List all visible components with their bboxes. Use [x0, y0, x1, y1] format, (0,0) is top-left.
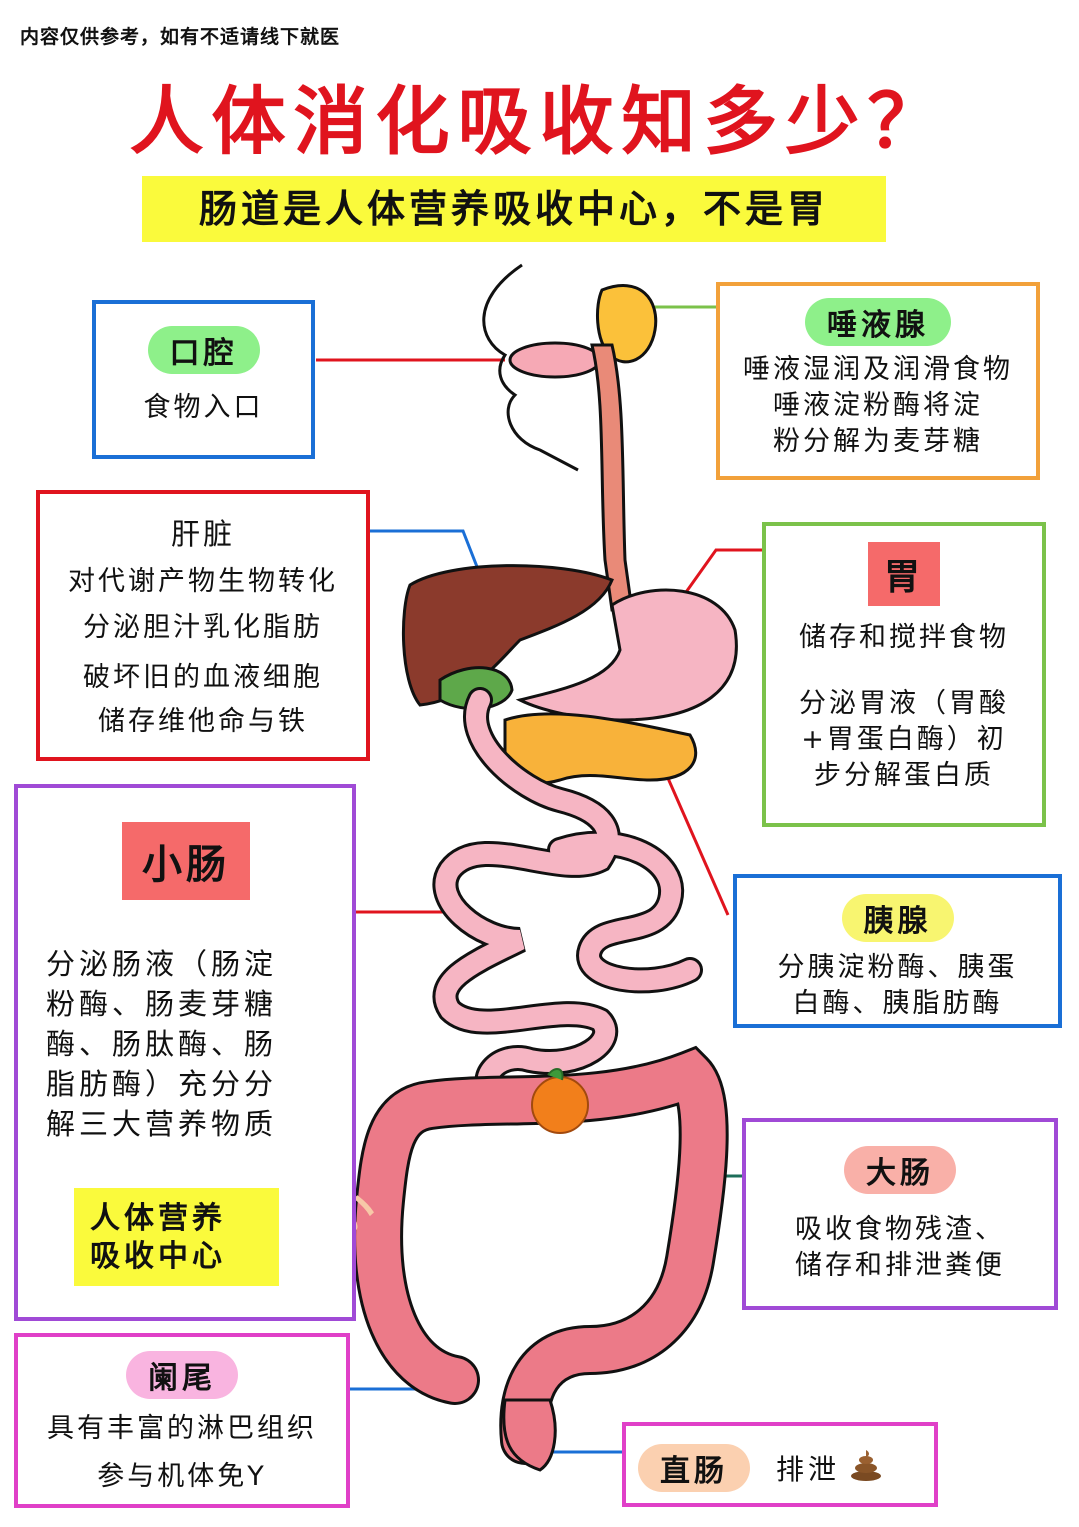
- leaf-icon: [547, 1068, 564, 1081]
- saliva-label: 唾液腺: [805, 298, 951, 346]
- liver-line-2: 分泌胆汁乳化脂肪: [83, 612, 323, 643]
- mouth-box: 口腔 食物入口: [92, 300, 315, 459]
- liver-line-4: 储存维他命与铁: [98, 706, 308, 737]
- saliva-box: 唾液腺 唾液湿润及润滑食物 唾液淀粉酶将淀 粉分解为麦芽糖: [716, 282, 1040, 480]
- stomach-box: 胃 储存和搅拌食物 分泌胃液（胃酸 +胃蛋白酶）初 步分解蛋白质: [762, 522, 1046, 827]
- large-intestine-label: 大肠: [844, 1146, 956, 1194]
- pancreas-connector: [658, 759, 730, 916]
- rectum-box: 直肠 排泄: [622, 1422, 938, 1507]
- large-intestine: [356, 1049, 726, 1462]
- stomach-organ: [515, 588, 738, 722]
- small-intestine-box: 小肠 分泌肠液（肠淀 粉酶、肠麦芽糖 酶、肠肽酶、肠 脂肪酶）充分分 解三大营养…: [14, 784, 356, 1321]
- highlight-line-2: 吸收中心: [90, 1239, 226, 1274]
- small-intestine-line-3: 酶、肠肽酶、肠: [46, 1027, 278, 1061]
- small-intestine-line-5: 解三大营养物质: [46, 1107, 278, 1141]
- disclaimer: 内容仅供参考，如有不适请线下就医: [20, 26, 341, 48]
- appendix-line-2: 参与机体免Y: [97, 1461, 267, 1492]
- pancreas-line-1: 分胰淀粉酶、胰蛋: [777, 952, 1018, 983]
- small-intestine-line-2: 粉酶、肠麦芽糖: [46, 987, 278, 1021]
- orange-icon: [531, 1076, 589, 1134]
- pancreas-label: 胰腺: [841, 894, 954, 942]
- stomach-label: 胃: [867, 542, 940, 606]
- rectum-desc: 排泄: [776, 1453, 841, 1486]
- mouth-label: 口腔: [147, 326, 260, 374]
- large-intestine-line-1: 吸收食物残渣、: [795, 1214, 1005, 1245]
- subtitle-banner: 肠道是人体营养吸收中心，不是胃: [142, 176, 886, 242]
- stomach-line-4: 步分解蛋白质: [814, 760, 994, 791]
- rectum-organ: [502, 1398, 557, 1472]
- large-intestine-line-2: 储存和排泄粪便: [795, 1250, 1005, 1281]
- pancreas-line-2: 白酶、胰脂肪酶: [792, 988, 1003, 1019]
- esophagus: [590, 343, 634, 612]
- page-title: 人体消化吸收知多少？: [129, 79, 950, 165]
- small-intestine-line-1: 分泌肠液（肠淀: [46, 947, 278, 981]
- salivary-gland: [596, 284, 658, 364]
- absorption-center-highlight: 人体营养 吸收中心: [74, 1188, 279, 1286]
- small-intestine-line-4: 脂肪酶）充分分: [46, 1067, 278, 1101]
- small-intestine-label: 小肠: [122, 822, 250, 900]
- face-profile: [482, 263, 579, 472]
- saliva-line-1: 唾液湿润及润滑食物: [743, 354, 1013, 385]
- stomach-line-3: +胃蛋白酶）初: [801, 724, 1007, 755]
- pancreas-box: 胰腺 分胰淀粉酶、胰蛋 白酶、胰脂肪酶: [733, 874, 1062, 1028]
- appendix-line-1: 具有丰富的淋巴组织: [47, 1413, 317, 1444]
- highlight-line-1: 人体营养: [90, 1201, 226, 1236]
- mouth-cavity: [508, 341, 602, 379]
- poop-icon: [851, 1450, 881, 1481]
- large-intestine-box: 大肠 吸收食物残渣、 储存和排泄粪便: [742, 1118, 1058, 1310]
- liver-label: 肝脏: [170, 517, 235, 551]
- liver-line-3: 破坏旧的血液细胞: [83, 662, 323, 693]
- appendix-label: 阑尾: [126, 1351, 238, 1399]
- stomach-line-1: 储存和搅拌食物: [799, 622, 1009, 653]
- small-intestine: [435, 690, 700, 1110]
- liver-line-1: 对代谢产物生物转化: [68, 566, 338, 597]
- stomach-line-2: 分泌胃液（胃酸: [799, 688, 1009, 719]
- liver-organ: [401, 564, 614, 707]
- saliva-line-2: 唾液淀粉酶将淀: [773, 390, 983, 421]
- mouth-desc: 食物入口: [143, 392, 264, 423]
- saliva-line-3: 粉分解为麦芽糖: [773, 426, 983, 457]
- pancreas-organ: [503, 712, 698, 785]
- rectum-label: 直肠: [638, 1444, 750, 1492]
- appendix-box: 阑尾 具有丰富的淋巴组织 参与机体免Y: [14, 1333, 350, 1508]
- stomach-spacer: [766, 656, 1042, 686]
- liver-box: 肝脏 对代谢产物生物转化 分泌胆汁乳化脂肪 破坏旧的血液细胞 储存维他命与铁: [36, 490, 370, 761]
